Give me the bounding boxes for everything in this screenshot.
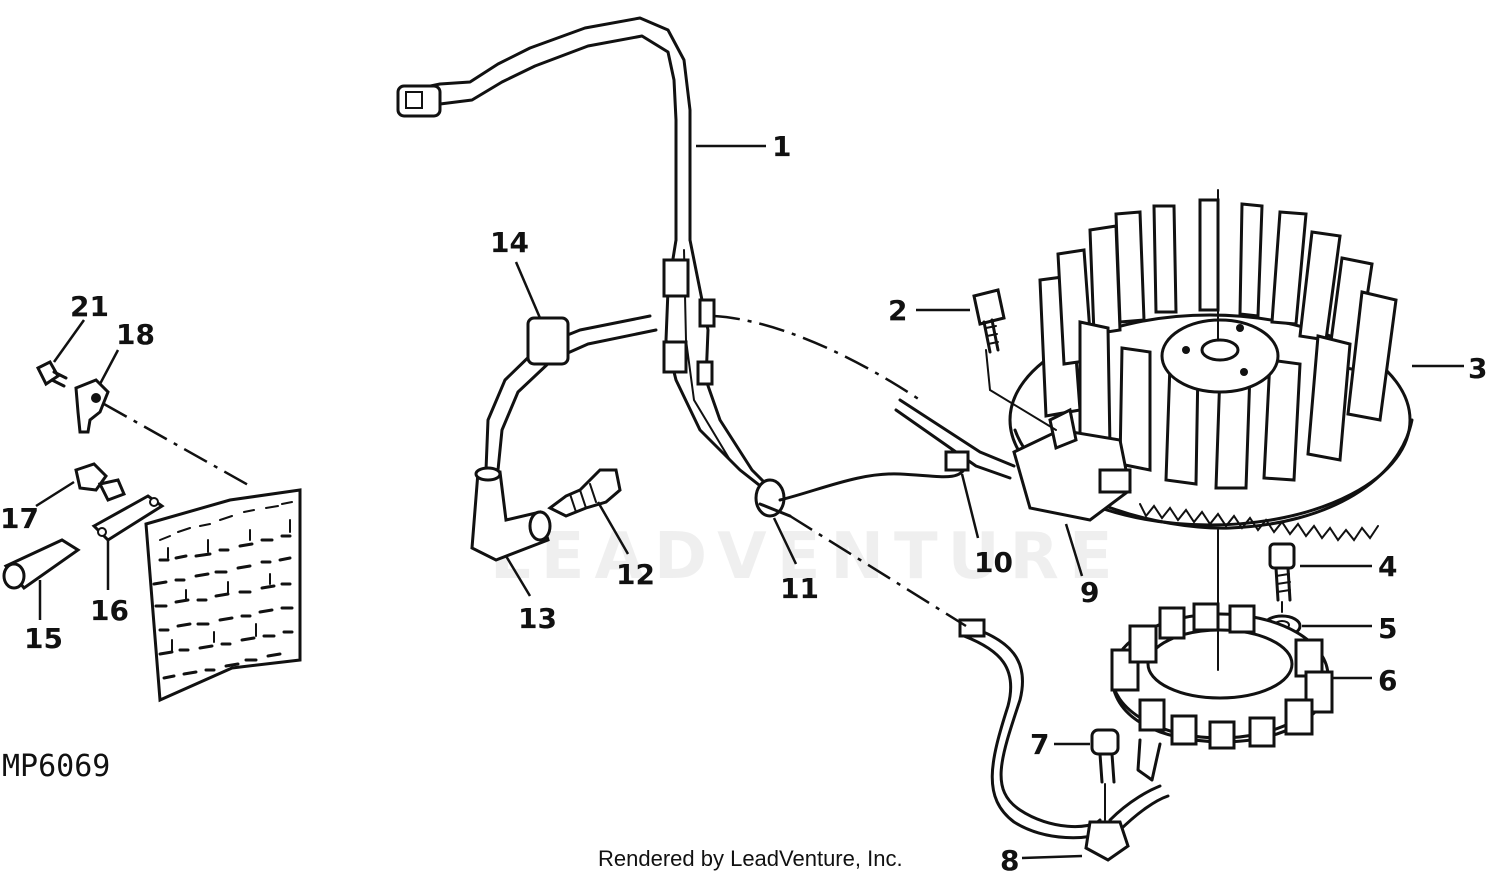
- callout-5: 5: [1378, 612, 1397, 645]
- stator-lead: [958, 618, 1170, 840]
- alignment-line-block: [103, 402, 251, 488]
- callout-1: 1: [772, 130, 791, 163]
- harness-terminal-lower: [662, 340, 688, 374]
- lead-clip: [526, 316, 570, 366]
- ignition-module: [894, 398, 1132, 522]
- ignition-lead: [484, 314, 658, 472]
- callout-4: 4: [1378, 550, 1397, 583]
- stator: [1110, 529, 1334, 750]
- callout-9: 9: [1080, 576, 1099, 609]
- wiring-harness: [396, 16, 774, 494]
- figure-code: MP6069: [2, 749, 110, 784]
- callout-12: 12: [616, 558, 655, 591]
- callout-6: 6: [1378, 664, 1397, 697]
- bracket-18: [74, 378, 110, 434]
- callout-14: 14: [490, 226, 529, 259]
- callout-11: 11: [780, 572, 819, 605]
- wire-terminal: [944, 450, 970, 472]
- callouts: 1 2 3 4 5 6 7 8 9 10 11 12 13 14 15 16 1: [0, 130, 1487, 876]
- pin-15: [2, 538, 81, 591]
- screw-21: [35, 360, 68, 388]
- flywheel-fins: [1038, 198, 1398, 490]
- clamp-screw: [1090, 728, 1120, 784]
- callout-18: 18: [116, 318, 155, 351]
- harness-connector: [396, 84, 442, 118]
- cylinder-block-section: [144, 488, 302, 703]
- callout-16: 16: [90, 594, 129, 627]
- alignment-line-harness: [713, 314, 921, 402]
- spark-plug: [547, 468, 622, 518]
- link-16: [91, 494, 165, 542]
- wire-grommet: [754, 464, 968, 518]
- callout-8: 8: [1000, 844, 1019, 876]
- alignment-line-module: [789, 514, 967, 628]
- wire-clamp: [1084, 820, 1130, 862]
- callout-13: 13: [518, 602, 557, 635]
- watermark-text: LEADVENTURE: [490, 520, 1123, 594]
- module-screw: [972, 288, 1006, 354]
- callout-10: 10: [974, 546, 1013, 579]
- callout-15: 15: [24, 622, 63, 655]
- callout-2: 2: [888, 294, 907, 327]
- stator-screw: [1268, 542, 1296, 602]
- harness-terminal-upper: [662, 258, 690, 298]
- stator-windings: [1110, 602, 1334, 750]
- callout-3: 3: [1468, 352, 1487, 385]
- callout-7: 7: [1030, 728, 1049, 761]
- spark-plug-boot: [470, 466, 552, 562]
- credit-text: Rendered by LeadVenture, Inc.: [598, 846, 903, 871]
- callout-17: 17: [0, 502, 39, 535]
- callout-21: 21: [70, 290, 109, 323]
- fitting-17: [74, 462, 126, 502]
